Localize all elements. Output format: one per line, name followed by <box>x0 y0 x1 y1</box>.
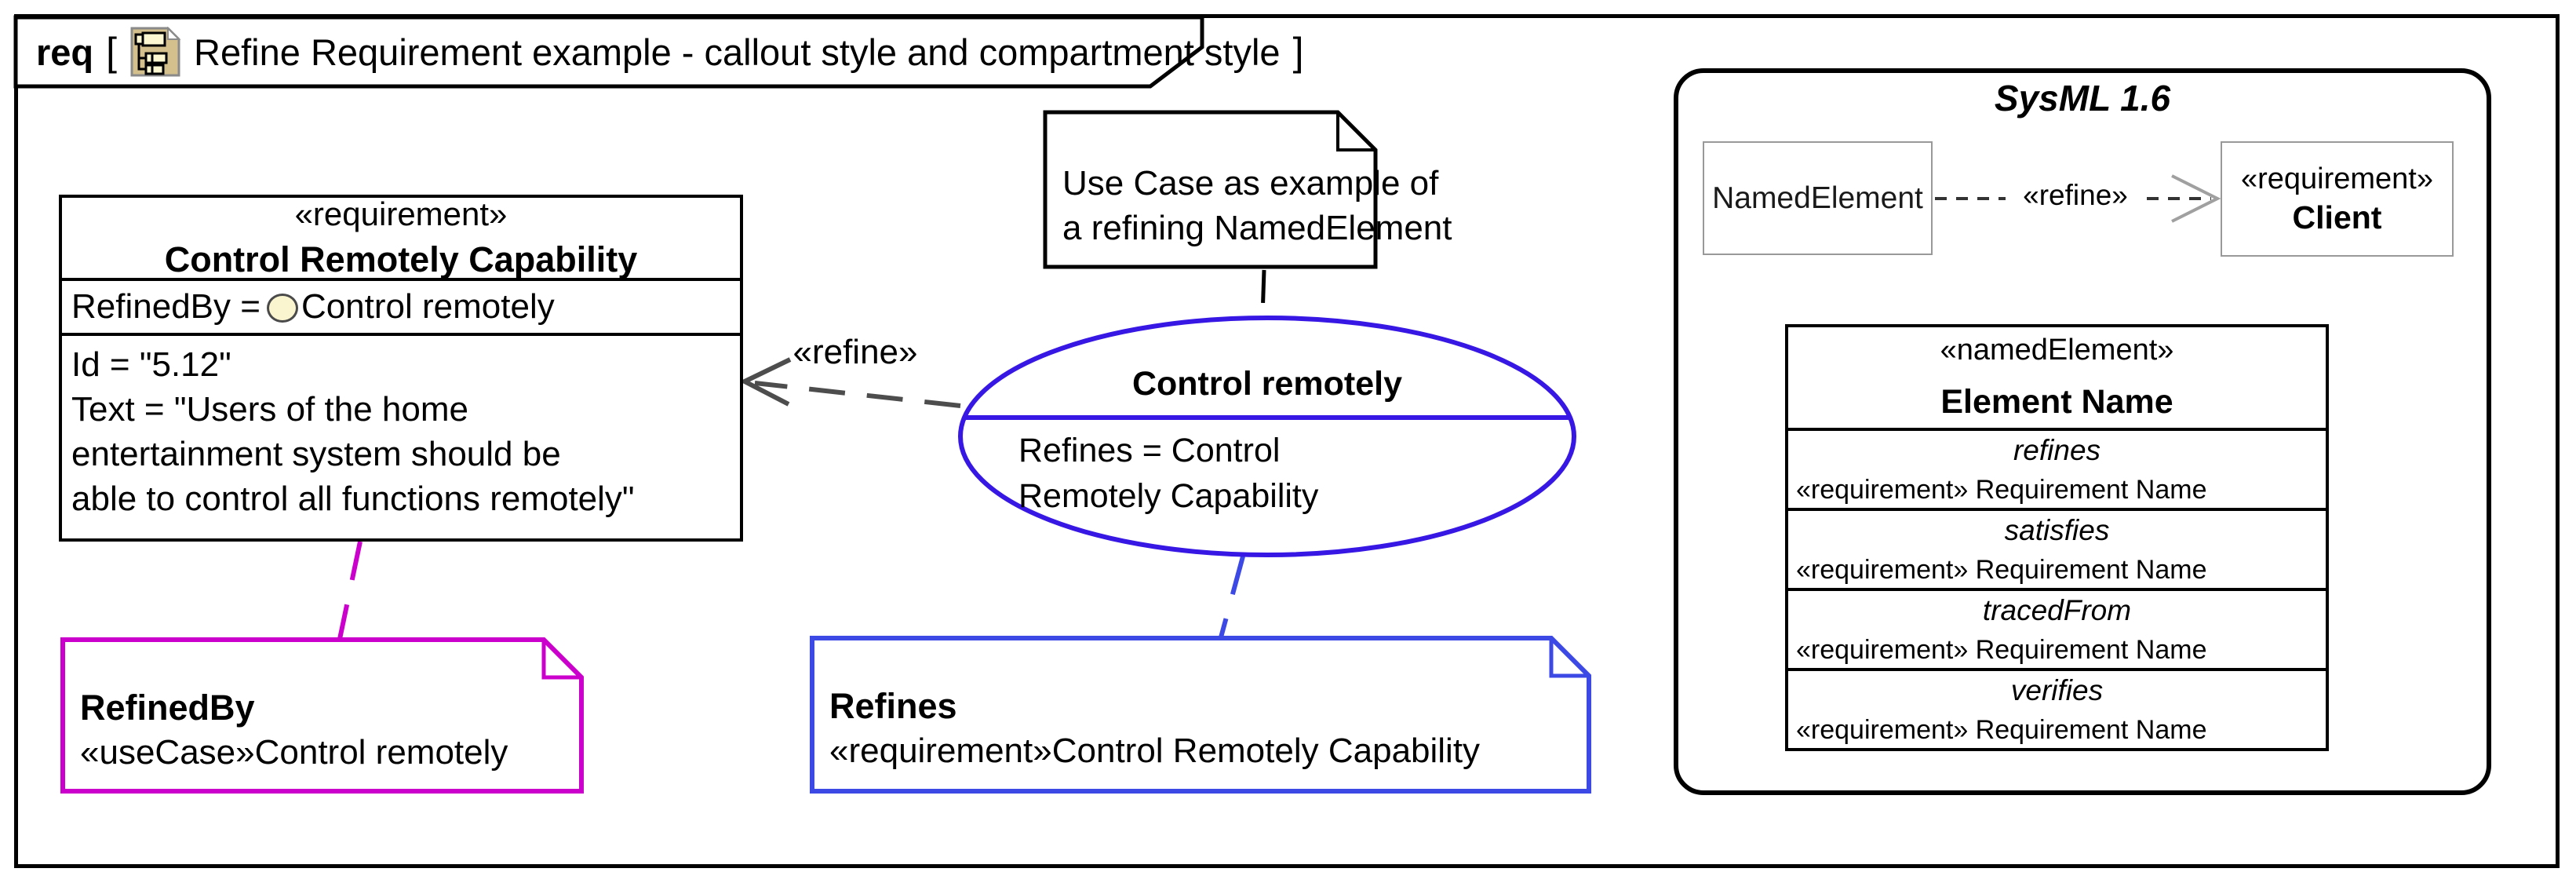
namedelement-node: NamedElement <box>1703 141 1933 255</box>
compartment-style-node: «namedElement» Element Name refines «req… <box>1785 324 2329 751</box>
use-case-note-line: Use Case as example of <box>1062 164 1439 203</box>
diagram-frame <box>14 14 2560 868</box>
frame-tab <box>13 15 1204 89</box>
refines-note-content: Refines «requirement»Control Remotely Ca… <box>829 684 1480 773</box>
refines-note-fold <box>1549 638 1589 678</box>
refine-edge-label: «refine» <box>792 333 918 371</box>
requirement-name: Control Remotely Capability <box>164 239 638 279</box>
requirement-text-line: Text = "Users of the home <box>71 390 468 429</box>
refinedby-note-body: «useCase»Control remotely <box>80 733 508 772</box>
client-stereotype: «requirement» <box>2240 162 2434 195</box>
frame-close-bracket: ] <box>1292 30 1304 74</box>
requirement-text-line: entertainment system should be <box>71 435 561 473</box>
refines-note-shape <box>810 636 1591 794</box>
refines-note-anchor-line <box>1219 556 1245 638</box>
client-name: Client <box>2292 199 2382 235</box>
requirement-node: «requirement» Control Remotely Capabilit… <box>59 195 743 542</box>
requirement-diagram-icon <box>130 27 181 77</box>
panel-refine-arrowhead <box>2171 174 2221 223</box>
requirement-text-compartment: Id = "5.12" Text = "Users of the home en… <box>62 333 740 538</box>
refinedby-note-title: RefinedBy <box>80 688 255 728</box>
use-case-note-text: Use Case as example of a refining NamedE… <box>1062 161 1452 250</box>
refinedby-value: Control remotely <box>301 287 555 326</box>
sysml-panel-title: SysML 1.6 <box>1994 78 2171 119</box>
requirement-header: «requirement» Control Remotely Capabilit… <box>62 195 740 279</box>
compartment-row-value: «requirement» Requirement Name <box>1796 634 2207 665</box>
compartment-element-name: Element Name <box>1940 383 2173 421</box>
use-case-refines-line: Refines = Control <box>1018 432 1281 469</box>
frame-open-bracket: [ <box>106 30 118 74</box>
compartment-row-label: tracedFrom <box>1982 593 2132 626</box>
frame-title: Refine Requirement example - callout sty… <box>194 31 1281 73</box>
use-case-refines-line: Remotely Capability <box>1018 477 1319 515</box>
refinedby-note-shape <box>60 637 584 794</box>
requirement-id-line: Id = "5.12" <box>71 345 231 384</box>
refines-note-body: «requirement»Control Remotely Capability <box>829 732 1481 770</box>
refinedby-prefix: RefinedBy = <box>71 287 261 326</box>
compartment-row-refines: refines «requirement» Requirement Name <box>1788 428 2326 508</box>
use-case-note-fold <box>1336 112 1375 151</box>
panel-refine-edge-label: «refine» <box>2006 179 2145 212</box>
compartment-row-value: «requirement» Requirement Name <box>1796 554 2207 585</box>
client-requirement-node: «requirement» Client <box>2221 141 2454 257</box>
refinedby-note-content: RefinedBy «useCase»Control remotely <box>80 685 508 775</box>
refines-note-title: Refines <box>829 686 957 726</box>
requirement-text-line: able to control all functions remotely" <box>71 480 635 518</box>
use-case-refines-text: Refines = Control Remotely Capability <box>1018 428 1318 519</box>
use-case-note-shape <box>1043 110 1378 269</box>
use-case-name: Control remotely <box>1131 365 1403 403</box>
compartment-row-value: «requirement» Requirement Name <box>1796 714 2207 745</box>
compartment-row-label: verifies <box>2010 673 2104 706</box>
compartment-header: «namedElement» Element Name <box>1788 327 2326 428</box>
frame-kind-label: req <box>36 31 94 73</box>
requirement-stereotype: «requirement» <box>294 195 508 232</box>
use-case-note-anchor-line <box>1260 269 1266 318</box>
use-case-note-line: a refining NamedElement <box>1062 209 1452 247</box>
compartment-stereotype: «namedElement» <box>1940 334 2174 367</box>
refinedby-note-anchor-line <box>337 541 363 640</box>
compartment-row-verifies: verifies «requirement» Requirement Name <box>1788 668 2326 748</box>
compartment-row-value: «requirement» Requirement Name <box>1796 474 2207 505</box>
refine-dependency-line <box>754 381 961 408</box>
compartment-row-label: refines <box>2013 433 2101 466</box>
use-case-ellipse-shape <box>958 316 1576 557</box>
sysml-legend-panel <box>1674 68 2491 795</box>
refinedby-note-fold <box>541 640 581 680</box>
use-case-ellipse-icon <box>266 293 298 323</box>
compartment-row-label: satisfies <box>2004 513 2110 546</box>
frame-header: req [ Refine Requirement example - callo… <box>36 17 1303 86</box>
compartment-row-tracedfrom: tracedFrom «requirement» Requirement Nam… <box>1788 588 2326 668</box>
compartment-row-satisfies: satisfies «requirement» Requirement Name <box>1788 508 2326 588</box>
refine-dependency-arrowhead <box>739 357 792 407</box>
refinedby-compartment: RefinedBy = Control remotely <box>62 278 740 333</box>
